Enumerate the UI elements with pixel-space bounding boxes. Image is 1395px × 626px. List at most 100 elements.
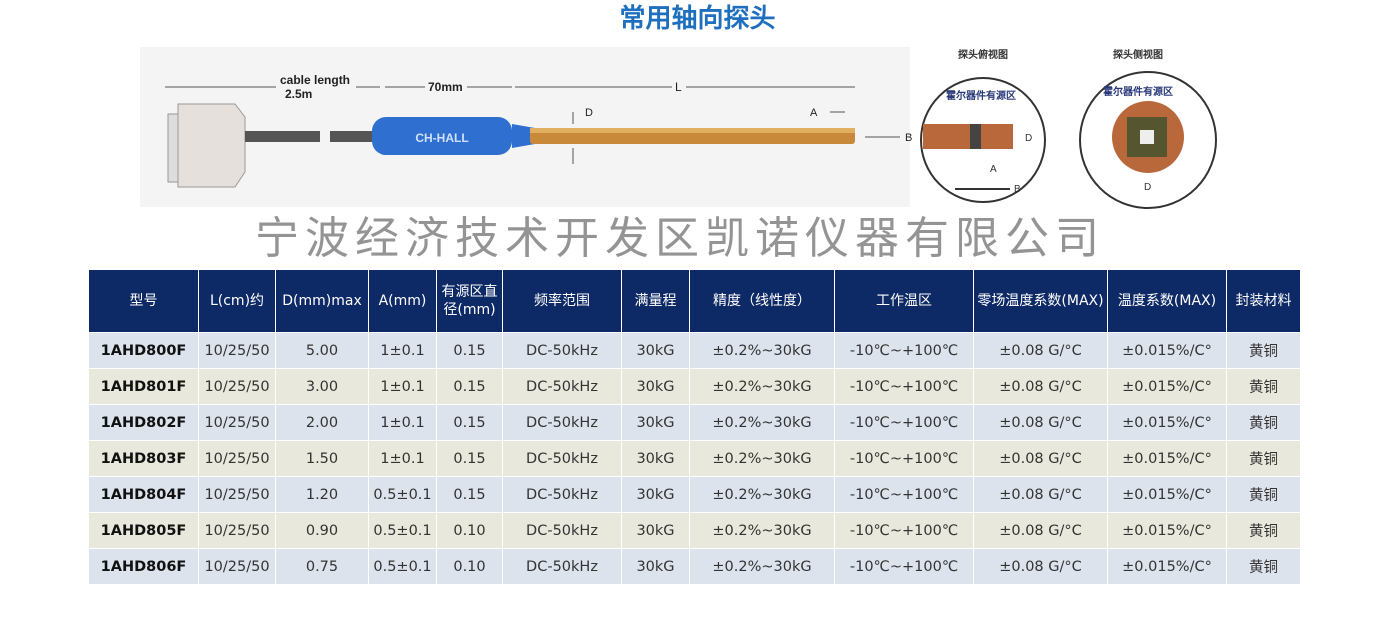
table-cell: -10℃~+100℃ [834,368,974,405]
model-cell: 1AHD804F [88,476,199,513]
table-cell: ±0.2%~30kG [689,368,835,405]
table-cell: ±0.015%/C° [1107,548,1227,585]
table-cell: 黄铜 [1226,548,1301,585]
table-cell: 0.15 [436,404,503,441]
table-cell: -10℃~+100℃ [834,548,974,585]
active-area-label: 霍尔器件有源区 [946,89,1016,102]
table-cell: DC-50kHz [502,368,622,405]
model-cell: 1AHD802F [88,404,199,441]
table-cell: 黄铜 [1226,476,1301,513]
top-view-D-label: D [1025,133,1032,144]
table-cell: 30kG [621,332,690,369]
table-cell: -10℃~+100℃ [834,512,974,549]
table-cell: 30kG [621,548,690,585]
model-cell: 1AHD805F [88,512,199,549]
column-header: 有源区直径(mm) [436,269,503,333]
A-label: A [810,107,818,119]
table-cell: 0.5±0.1 [368,512,437,549]
table-cell: 1±0.1 [368,404,437,441]
table-cell: ±0.2%~30kG [689,476,835,513]
B-label: B [905,132,912,144]
table-cell: 10/25/50 [198,332,276,369]
table-cell: 10/25/50 [198,476,276,513]
probe-diagram: CH-HALL cable length 2.5m 70mm L D A B 探… [140,47,1217,209]
watermark: 宁波经济技术开发区凯诺仪器有限公司 [255,213,1105,264]
column-header: 型号 [88,269,199,333]
table-cell: 30kG [621,368,690,405]
table-cell: ±0.015%/C° [1107,332,1227,369]
top-view-label: 探头俯视图 [958,48,1008,61]
table-cell: 0.5±0.1 [368,548,437,585]
table-cell: 10/25/50 [198,548,276,585]
cable-length-value: 2.5m [285,87,312,101]
table-cell: 5.00 [275,332,369,369]
column-header: 工作温区 [834,269,974,333]
table-cell: ±0.015%/C° [1107,476,1227,513]
table-cell: 3.00 [275,368,369,405]
column-header: 封装材料 [1226,269,1301,333]
table-cell: ±0.2%~30kG [689,548,835,585]
table-cell: 1±0.1 [368,332,437,369]
top-view-A-label: A [990,164,997,175]
table-cell: ±0.2%~30kG [689,404,835,441]
column-header: 频率范围 [502,269,622,333]
connector-icon [167,103,246,188]
table-cell: -10℃~+100℃ [834,404,974,441]
table-cell: 0.90 [275,512,369,549]
table-cell: 0.10 [436,512,503,549]
side-view-label: 探头侧视图 [1113,48,1163,61]
column-header: 温度系数(MAX) [1107,269,1227,333]
table-cell: ±0.08 G/°C [973,548,1108,585]
page-title: 常用轴向探头 [619,4,776,34]
column-header: A(mm) [368,269,437,333]
column-header: 精度（线性度） [689,269,835,333]
table-cell: 1±0.1 [368,368,437,405]
table-cell: ±0.015%/C° [1107,368,1227,405]
model-cell: 1AHD800F [88,332,199,369]
table-cell: ±0.2%~30kG [689,440,835,477]
table-cell: DC-50kHz [502,404,622,441]
table-cell: 黄铜 [1226,332,1301,369]
table-cell: ±0.2%~30kG [689,332,835,369]
cable-length-label: cable length [280,73,350,87]
table-cell: -10℃~+100℃ [834,440,974,477]
model-cell: 1AHD801F [88,368,199,405]
active-area-label-2: 霍尔器件有源区 [1103,85,1173,98]
table-cell: 2.00 [275,404,369,441]
table-cell: ±0.08 G/°C [973,476,1108,513]
table-cell: 0.75 [275,548,369,585]
table-cell: 10/25/50 [198,440,276,477]
table-cell: 黄铜 [1226,440,1301,477]
table-cell: ±0.015%/C° [1107,512,1227,549]
table-cell: ±0.08 G/°C [973,368,1108,405]
table-cell: DC-50kHz [502,548,622,585]
table-cell: 0.15 [436,440,503,477]
table-cell: ±0.08 G/°C [973,440,1108,477]
table-cell: ±0.2%~30kG [689,512,835,549]
table-cell: 黄铜 [1226,404,1301,441]
table-cell: DC-50kHz [502,332,622,369]
brand-label: CH-HALL [415,131,468,145]
table-cell: ±0.08 G/°C [973,512,1108,549]
column-header: 零场温度系数(MAX) [973,269,1108,333]
column-header: L(cm)约 [198,269,276,333]
handle-length-label: 70mm [428,80,463,94]
table-cell: ±0.08 G/°C [973,404,1108,441]
top-view-B-label: B [1014,184,1021,195]
table-cell: DC-50kHz [502,512,622,549]
side-view-D-label: D [1144,182,1151,193]
D-label: D [585,107,593,119]
table-cell: 1.50 [275,440,369,477]
table-cell: 1.20 [275,476,369,513]
table-cell: 0.15 [436,368,503,405]
table-cell: 30kG [621,440,690,477]
table-cell: 0.15 [436,332,503,369]
